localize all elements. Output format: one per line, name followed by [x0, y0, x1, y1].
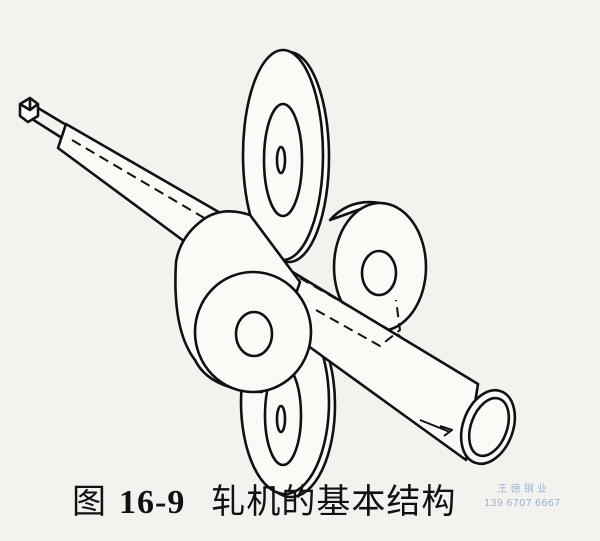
left-roll	[174, 209, 313, 394]
watermark: 王 徳 钢 业 139 6707 6667	[484, 483, 560, 511]
figure-caption: 图 16-9 轧机的基本结构	[72, 474, 456, 523]
watermark-phone: 139 6707 6667	[484, 498, 561, 509]
exit-tube	[284, 266, 517, 466]
figure-label: 图	[72, 482, 107, 522]
figure-number: 16-9	[119, 484, 186, 521]
watermark-name: 王 徳 钢 业	[497, 484, 547, 495]
figure-title: 轧机的基本结构	[211, 482, 457, 522]
right-roll	[328, 200, 428, 333]
top-roll	[241, 48, 331, 264]
mandrel-rod	[18, 96, 69, 140]
